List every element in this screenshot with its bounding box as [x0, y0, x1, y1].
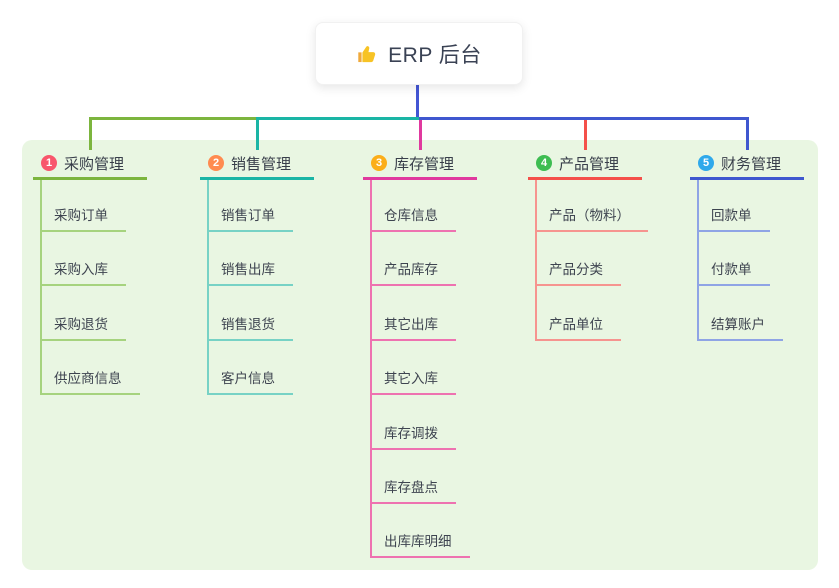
child-node[interactable]: 采购入库 [40, 262, 126, 287]
branch-spine-4 [535, 180, 537, 341]
root-title: ERP 后台 [388, 43, 482, 67]
branch-title-2[interactable]: 2 销售管理 [200, 149, 314, 180]
branch-title-1[interactable]: 1 采购管理 [33, 149, 147, 180]
child-node[interactable]: 仓库信息 [370, 208, 456, 232]
connector-bus-left [88, 117, 259, 120]
branch-badge-3: 3 [371, 155, 387, 171]
child-node[interactable]: 库存调拨 [370, 426, 456, 450]
child-node[interactable]: 库存盘点 [370, 480, 456, 504]
child-node[interactable]: 其它入库 [370, 371, 456, 396]
root-node[interactable]: ERP 后台 [315, 22, 523, 85]
branch-badge-1: 1 [41, 155, 57, 171]
branch-title-label: 采购管理 [64, 155, 125, 173]
connector-bus-middle [255, 117, 422, 120]
child-node[interactable]: 产品分类 [535, 262, 621, 287]
child-node[interactable]: 采购退货 [40, 317, 126, 341]
child-node[interactable]: 其它出库 [370, 317, 456, 341]
thumbs-up-icon [356, 43, 378, 65]
child-node[interactable]: 产品库存 [370, 262, 456, 287]
connector-drop-3 [418, 120, 422, 150]
child-node[interactable]: 结算账户 [697, 317, 783, 341]
child-node[interactable]: 采购订单 [40, 208, 126, 232]
branch-title-label: 财务管理 [721, 155, 782, 173]
branch-spine-1 [40, 180, 42, 396]
branch-title-label: 库存管理 [394, 155, 455, 173]
connector-drop-1 [88, 120, 92, 150]
child-node[interactable]: 销售退货 [207, 317, 293, 341]
connector-drop-4 [583, 120, 587, 150]
connector-bus-right [418, 117, 749, 120]
child-node[interactable]: 回款单 [697, 208, 770, 232]
connector-drop-5 [745, 120, 749, 150]
branch-badge-5: 5 [698, 155, 714, 171]
branch-badge-4: 4 [536, 155, 552, 171]
branch-title-4[interactable]: 4 产品管理 [528, 149, 642, 180]
connector-drop-2 [255, 120, 259, 150]
branch-title-label: 销售管理 [231, 155, 292, 173]
branch-badge-2: 2 [208, 155, 224, 171]
child-node[interactable]: 客户信息 [207, 371, 293, 396]
branch-spine-5 [697, 180, 699, 341]
child-node[interactable]: 供应商信息 [40, 371, 140, 396]
child-node[interactable]: 出库库明细 [370, 534, 470, 559]
branch-title-5[interactable]: 5 财务管理 [690, 149, 804, 180]
connector-root-stem [416, 85, 419, 120]
child-node[interactable]: 销售订单 [207, 208, 293, 232]
branch-spine-3 [370, 180, 372, 559]
branch-title-3[interactable]: 3 库存管理 [363, 149, 477, 180]
branch-spine-2 [207, 180, 209, 396]
child-node[interactable]: 产品单位 [535, 317, 621, 341]
branches-panel [22, 140, 818, 570]
branch-title-label: 产品管理 [559, 155, 620, 173]
child-node[interactable]: 产品（物料） [535, 208, 648, 232]
child-node[interactable]: 付款单 [697, 262, 770, 287]
child-node[interactable]: 销售出库 [207, 262, 293, 287]
